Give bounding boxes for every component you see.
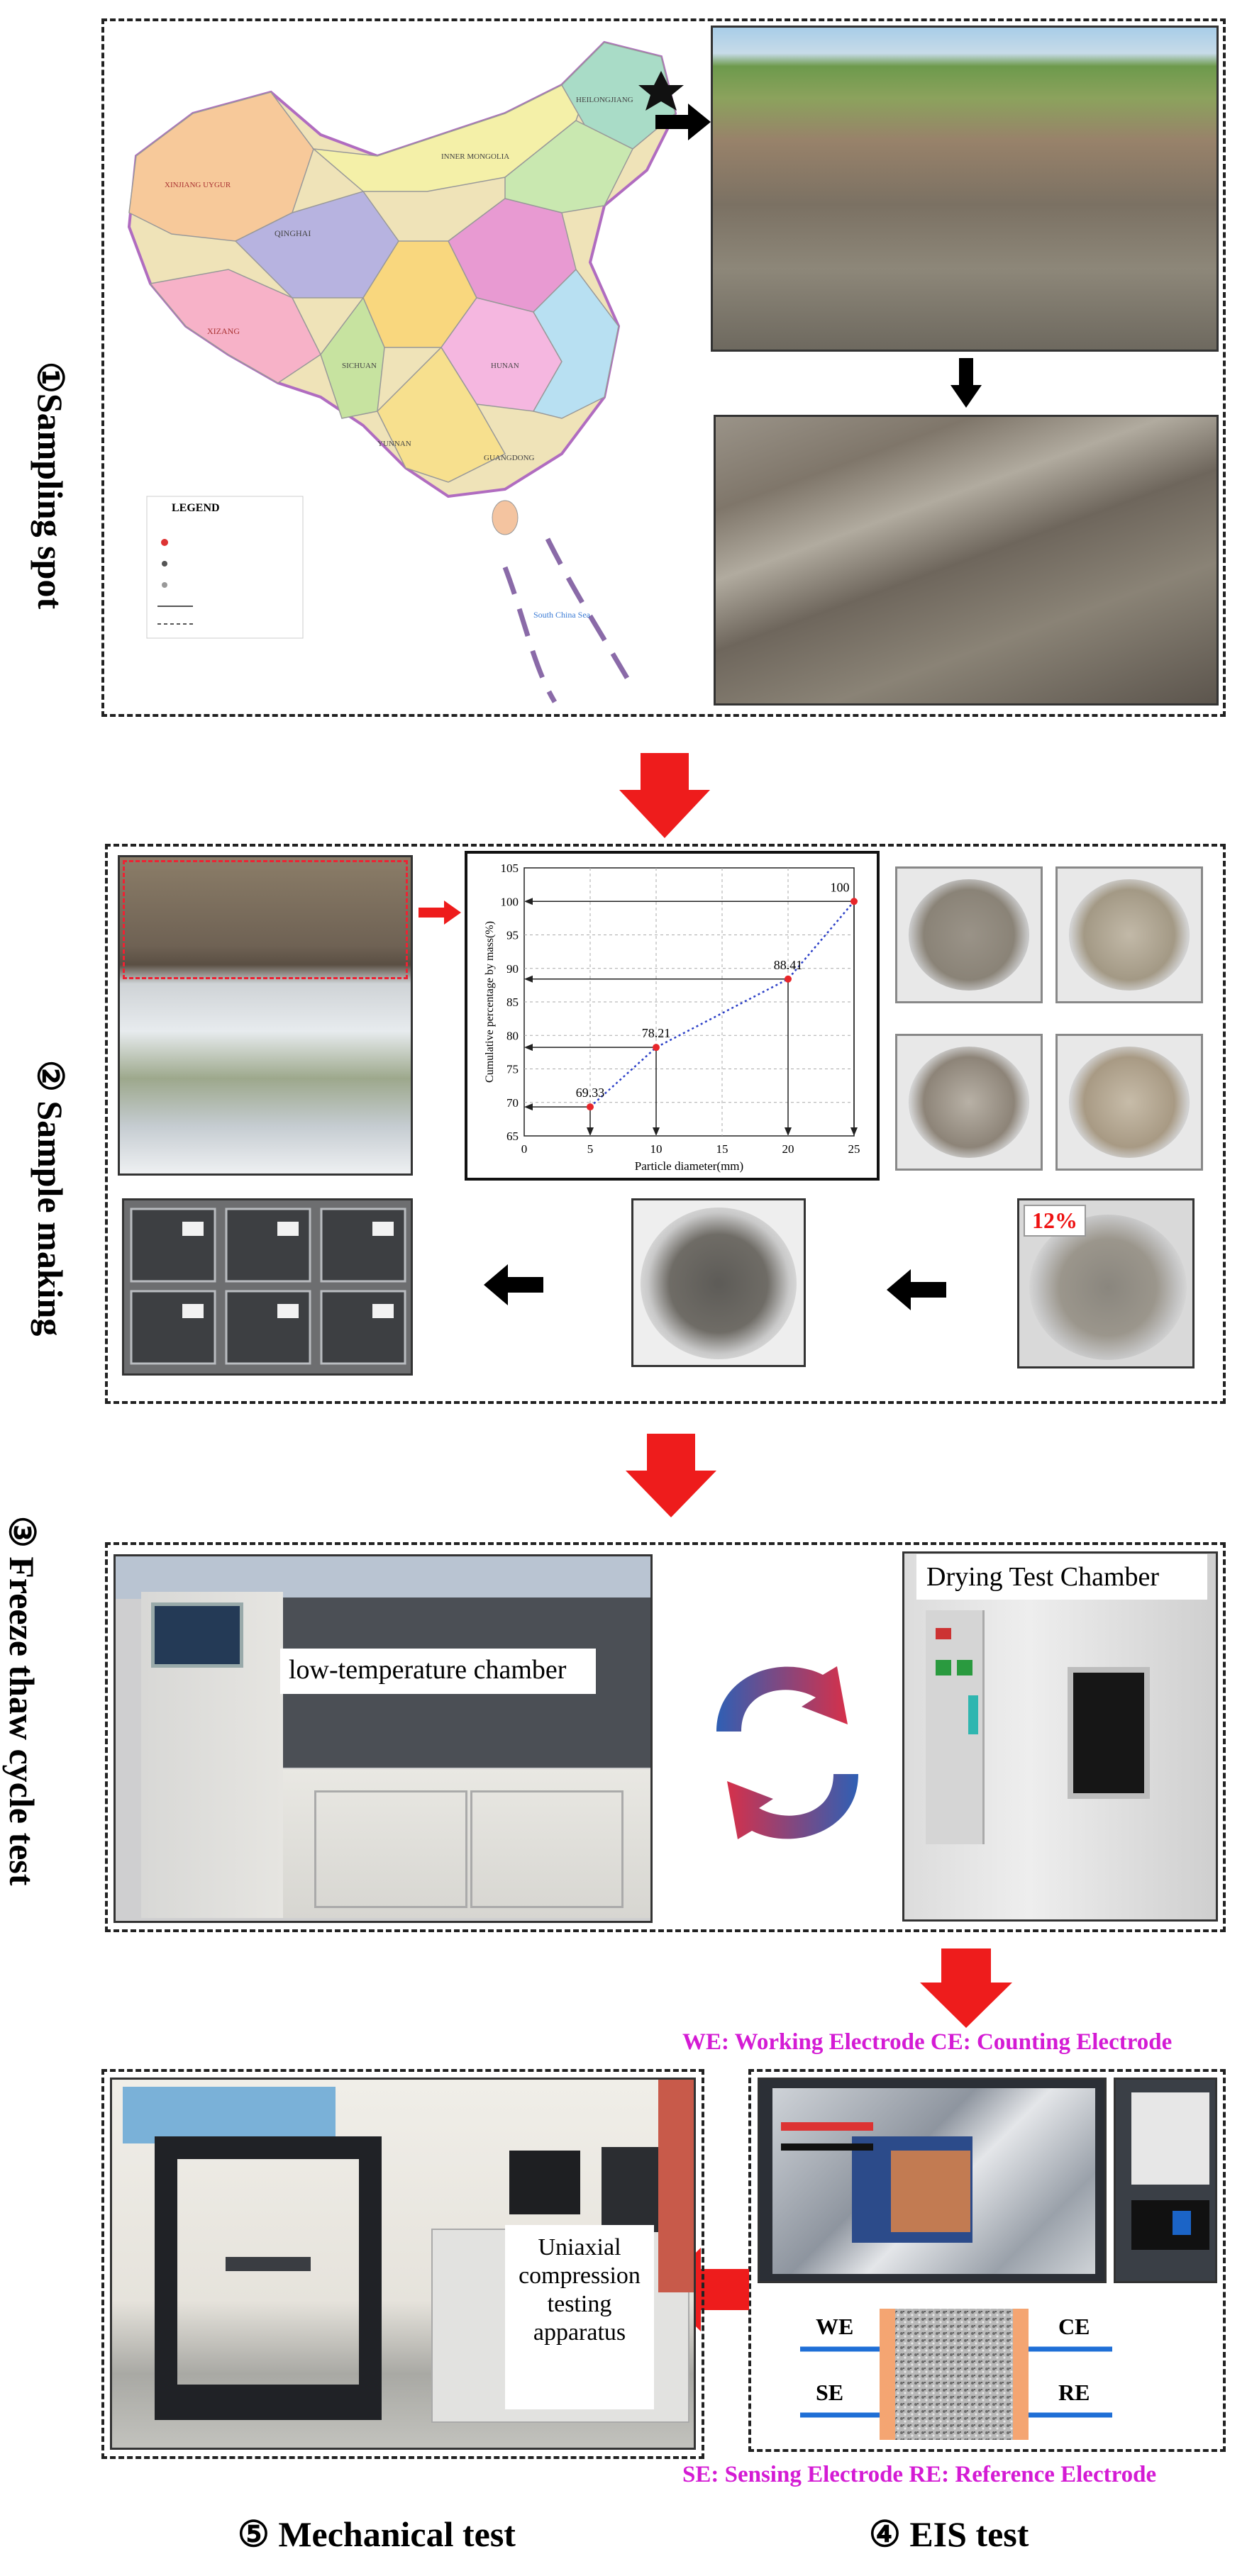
chart-point [850, 898, 858, 905]
chart-ytick-label: 80 [506, 1029, 519, 1042]
arrow-down-red-icon-2 [626, 1434, 716, 1517]
uniaxial-compression-label: Uniaxial compression testing apparatus [505, 2225, 654, 2409]
chart-data-label: 100 [831, 880, 850, 894]
cycle-arrows-icon [702, 1646, 872, 1859]
chart-series-line [589, 901, 855, 1108]
soil-highlight-box [123, 860, 408, 979]
sample-making-panel [105, 844, 1226, 1404]
arrow-left-icon [484, 1264, 543, 1305]
aggregate-bowl-fine [895, 866, 1043, 1003]
chart-xlabel: Particle diameter(mm) [635, 1159, 743, 1173]
chart-ytick-label: 85 [506, 996, 519, 1009]
eis-chamber-photo [758, 2078, 1107, 2283]
chart-ylabel: Cumulative percentage by mass(%) [484, 921, 496, 1083]
chart-data-label: 69.33 [576, 1086, 605, 1100]
chart-xtick-label: 20 [782, 1142, 794, 1156]
section-label-mechanical-test: ⑤ Mechanical test [238, 2514, 516, 2554]
map-label-inner-mongolia: INNER MONGOLIA [441, 152, 510, 161]
moisture-bowl-photo: 12% [1017, 1198, 1195, 1368]
map-legend-title: LEGEND [172, 502, 220, 514]
low-temperature-chamber-label: low-temperature chamber [280, 1649, 596, 1694]
map-label-guangdong: GUANGDONG [484, 454, 535, 462]
map-label-hunan: HUNAN [491, 362, 519, 370]
chart-point [785, 975, 792, 983]
mechanical-test-panel [101, 2069, 704, 2459]
section-label-sampling-spot: ①Sampling spot [31, 362, 70, 610]
label-se: SE [816, 2380, 844, 2405]
chart-ytick-label: 75 [506, 1063, 519, 1076]
moisture-badge: 12% [1024, 1205, 1086, 1237]
chart-xtick-label: 0 [521, 1142, 528, 1156]
arrow-right-icon [655, 104, 711, 140]
arrow-left-icon-2 [887, 1269, 946, 1310]
map-label-heilongjiang: HEILONGJIANG [576, 96, 633, 104]
soil-sample-photo [118, 855, 413, 1176]
arrow-down-icon [951, 358, 982, 408]
chart-leftline-arrowhead [524, 898, 533, 905]
label-re: RE [1058, 2380, 1090, 2405]
drying-test-chamber-photo [902, 1551, 1218, 1922]
section-label-eis-test: ④ EIS test [869, 2514, 1029, 2554]
chart-ytick-label: 100 [501, 895, 519, 908]
low-temperature-chamber-photo [113, 1554, 653, 1923]
china-map: LEGEND QINGHAI XINJIANG UYGUR XIZANG SIC… [108, 28, 711, 709]
chart-xtick-label: 5 [587, 1142, 594, 1156]
chart-leftline-arrowhead [524, 975, 533, 983]
drying-test-chamber-label: Drying Test Chamber [916, 1554, 1207, 1600]
eis-test-panel [748, 2069, 1226, 2452]
chart-data-label: 78.21 [642, 1026, 671, 1040]
sampling-spot-panel [101, 18, 1226, 717]
map-label-south-china-sea: South China Sea [533, 610, 590, 620]
site-photo-hillside [711, 26, 1219, 352]
freeze-thaw-panel [105, 1542, 1226, 1932]
chart-leftline-arrowhead [524, 1044, 533, 1052]
chart-leftline-arrowhead [524, 1103, 533, 1111]
chart-point [653, 1044, 660, 1052]
chart-data-label: 88.41 [774, 958, 803, 972]
map-label-qinghai: QINGHAI [275, 228, 311, 238]
label-ce: CE [1058, 2314, 1090, 2339]
label-we: WE [816, 2314, 854, 2339]
eis-bottom-legend: SE: Sensing Electrode RE: Reference Elec… [682, 2462, 1157, 2487]
aggregate-bowl-medium [895, 1034, 1043, 1171]
map-label-xizang: XIZANG [207, 326, 240, 336]
eis-top-legend: WE: Working Electrode CE: Counting Elect… [682, 2029, 1173, 2055]
chart-ytick-label: 65 [506, 1130, 519, 1143]
chart-dropline-arrowhead [850, 1127, 858, 1136]
electrochemical-workstation-photo [1114, 2078, 1217, 2283]
chart-ytick-label: 90 [506, 962, 519, 976]
arrow-down-red-icon [619, 753, 710, 838]
wrapped-samples-photo [122, 1198, 413, 1376]
map-label-sichuan: SICHUAN [342, 362, 377, 370]
electrode-diagram: WE SE CE RE [758, 2289, 1217, 2445]
wrapped-bowl-photo [631, 1198, 806, 1367]
map-label-xinjiang: XINJIANG UYGUR [165, 181, 231, 189]
chart-dropline-arrowhead [653, 1127, 660, 1136]
arrow-down-red-icon-3 [920, 1948, 1012, 2028]
chart-xtick-label: 25 [848, 1142, 860, 1156]
arrow-right-red-icon [419, 901, 461, 925]
chart-xtick-label: 10 [650, 1142, 663, 1156]
aggregate-bowl-small [1055, 866, 1203, 1003]
map-label-yunnan: YUNNAN [377, 440, 411, 448]
chart-xtick-label: 15 [716, 1142, 728, 1156]
chart-ytick-label: 95 [506, 929, 519, 942]
site-photo-rock-face [714, 415, 1219, 706]
chart-ytick-label: 70 [506, 1096, 519, 1110]
chart-dropline-arrowhead [785, 1127, 792, 1136]
chart-dropline-arrowhead [587, 1127, 594, 1136]
aggregate-bowl-coarse [1055, 1034, 1203, 1171]
section-label-freeze-thaw: ③ Freeze thaw cycle test [2, 1516, 42, 1886]
chart-point [587, 1103, 594, 1111]
chart-ytick-label: 105 [501, 862, 519, 875]
section-label-sample-making: ② Sample making [31, 1060, 70, 1337]
